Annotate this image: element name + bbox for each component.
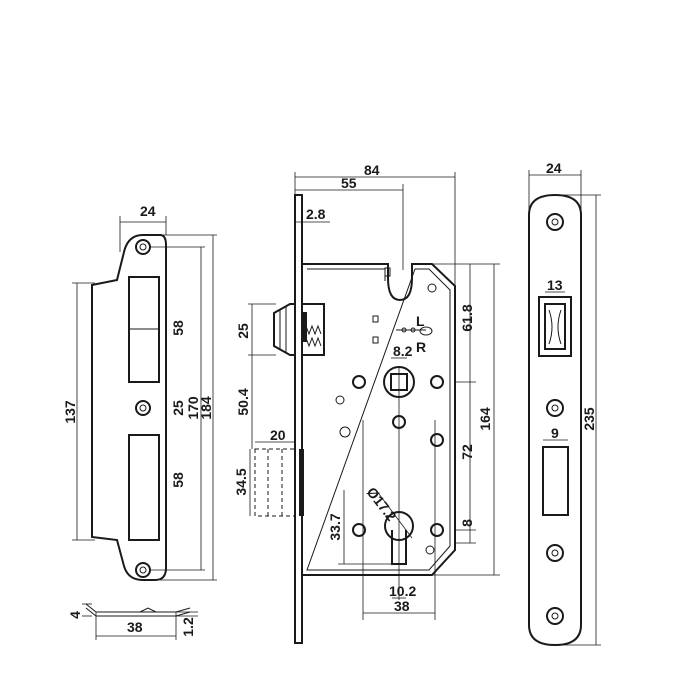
deadbolt-width-label: 20 [270, 427, 286, 443]
strike-bottom-length-label: 38 [127, 619, 143, 635]
strike-mid-screw-hole [135, 400, 151, 416]
faceplate-total-height-label: 235 [581, 407, 597, 431]
strike-thickness-label: 4 [67, 611, 83, 619]
center-distance-label: 72 [459, 444, 475, 460]
spindle-square-label: 8.2 [393, 343, 413, 359]
faceplate-outline [528, 193, 582, 647]
strike-slot2-height-label: 58 [170, 472, 186, 488]
strike-total-height-label: 184 [198, 396, 214, 420]
right-screw-hole [430, 375, 444, 389]
faceplate-dimensions: 24 13 9 235 [528, 160, 601, 646]
hand-left-label: L [416, 313, 425, 329]
bottom-offset-label: 8 [459, 519, 475, 527]
lock-faceplate-edge [294, 194, 303, 644]
faceplate-lower-screw [546, 544, 564, 562]
cylinder-span-label: 38 [394, 598, 410, 614]
strike-mid-gap-label: 25 [170, 400, 186, 416]
faceplate-mid-screw [546, 399, 564, 417]
hand-right-label: R [416, 339, 426, 355]
cylinder-offset-label: 33.7 [327, 513, 343, 540]
strike-bottom-thickness-label: 1.2 [180, 617, 196, 637]
left-screw-hole [352, 375, 366, 389]
lock-total-width-label: 84 [364, 162, 380, 178]
strike-hole-span-label: 170 [185, 396, 201, 420]
strike-width-label: 24 [140, 203, 156, 219]
lock-body-dimensions: 84 55 2.8 25 50.4 20 34.5 33.7 Ø17.2 8.2… [233, 162, 500, 614]
faceplate-thickness-label: 2.8 [306, 206, 326, 222]
latch-spindle-distance-label: 50.4 [235, 388, 251, 415]
body-height-label: 164 [477, 407, 493, 431]
faceplate-front [528, 193, 582, 647]
strike-top-screw-hole [135, 239, 151, 255]
lock-backset-label: 55 [341, 175, 357, 191]
strike-outer-height-label: 137 [62, 400, 78, 424]
strike-plate-front [91, 234, 167, 581]
strike-bottom-screw-hole [135, 562, 151, 578]
deadbolt-height-label: 34.5 [233, 468, 249, 495]
faceplate-width-label: 24 [546, 160, 562, 176]
faceplate-latch-width-label: 13 [547, 277, 563, 293]
faceplate-latch-opening [538, 296, 572, 357]
latch-bolt [273, 303, 325, 356]
cylinder-width-label: 10.2 [389, 583, 416, 599]
strike-plate-dimensions: 24 58 25 58 170 184 137 [62, 203, 217, 581]
faceplate-bolt-opening [542, 446, 569, 516]
strike-lower-slot [128, 434, 160, 541]
faceplate-bottom-screw [546, 607, 564, 625]
cylinder-diameter-label: Ø17.2 [364, 484, 400, 524]
hand-indicator: L R [372, 313, 433, 355]
top-offset-label: 61.8 [459, 304, 475, 331]
strike-plate-bottom-view: 38 4 1.2 [67, 603, 198, 640]
faceplate-bolt-width-label: 9 [551, 425, 559, 441]
strike-slot-height-label: 58 [170, 320, 186, 336]
faceplate-top-screw [546, 213, 564, 231]
latch-height-label: 25 [235, 323, 251, 339]
lock-body-side: L R [254, 194, 456, 644]
deadbolt [254, 448, 304, 517]
